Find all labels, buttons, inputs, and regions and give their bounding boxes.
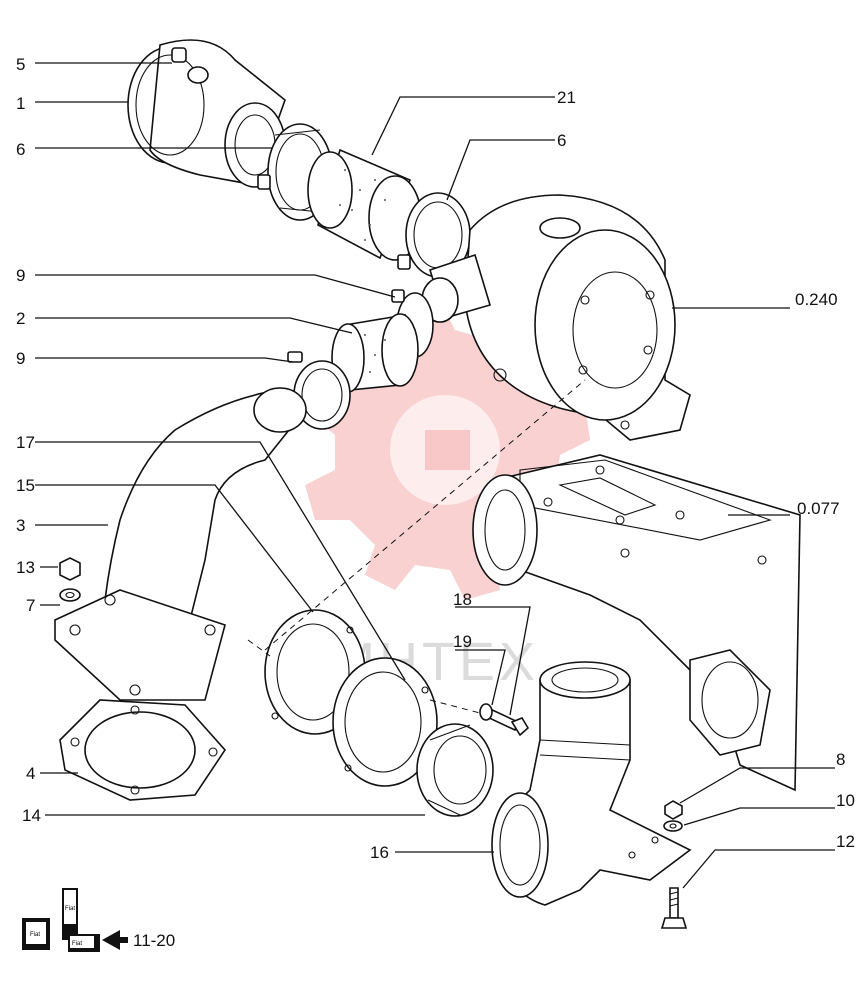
assembly-center-lines xyxy=(247,379,586,714)
turbocharger-assembly xyxy=(421,194,691,441)
label-6: 6 xyxy=(16,140,25,159)
label-9-lower: 9 xyxy=(16,349,25,368)
part-13-nut xyxy=(59,557,81,581)
arrow-icon xyxy=(102,930,120,950)
part-3-elbow-pipe xyxy=(54,387,307,701)
label-3: 3 xyxy=(16,516,25,535)
part-21-filter-sleeve xyxy=(307,148,422,261)
label-18: 18 xyxy=(453,590,472,609)
part-labels: 5 1 6 21 6 9 2 9 0.240 17 15 3 13 7 0.07… xyxy=(16,55,855,862)
label-2: 2 xyxy=(16,309,25,328)
label-9: 9 xyxy=(16,266,25,285)
part-7-washer xyxy=(59,588,81,602)
part-16-outlet-elbow xyxy=(491,661,692,906)
label-14: 14 xyxy=(22,806,41,825)
part-4-gasket xyxy=(59,699,227,801)
label-19: 19 xyxy=(453,632,472,651)
part-6-hose-clamp-right xyxy=(397,192,471,278)
part-12-bolt xyxy=(660,887,688,929)
label-7: 7 xyxy=(26,596,35,615)
part-14-sealing-ring xyxy=(416,723,494,817)
part-1-air-housing xyxy=(127,39,286,188)
label-10: 10 xyxy=(836,791,855,810)
label-17: 17 xyxy=(16,433,35,452)
label-15: 15 xyxy=(16,476,35,495)
label-13: 13 xyxy=(16,558,35,577)
label-1: 1 xyxy=(16,94,25,113)
page-reference: 11-20 xyxy=(133,931,175,950)
fiat-section-logo: Fiat Fiat Fiat xyxy=(22,888,128,952)
part-17-flange-ring xyxy=(332,657,438,787)
logo-text-3: Fiat xyxy=(72,941,82,947)
part-9-hose-clamp-lower xyxy=(287,351,351,430)
label-0-240: 0.240 xyxy=(795,290,838,309)
logo-text-2: Fiat xyxy=(65,906,75,912)
label-8: 8 xyxy=(836,750,845,769)
label-16: 16 xyxy=(370,843,389,862)
part-19-bolt xyxy=(483,706,530,737)
label-12: 12 xyxy=(836,832,855,851)
label-6-right: 6 xyxy=(557,131,566,150)
leader-lines xyxy=(35,62,835,889)
label-5: 5 xyxy=(16,55,25,74)
label-21: 21 xyxy=(557,88,576,107)
label-4: 4 xyxy=(26,764,35,783)
part-19-washer xyxy=(479,703,493,721)
label-0-077: 0.077 xyxy=(797,499,840,518)
logo-text-1: Fiat xyxy=(30,932,40,938)
exhaust-manifold xyxy=(472,454,801,792)
part-10-washer xyxy=(663,820,683,832)
part-8-nut xyxy=(664,800,683,820)
